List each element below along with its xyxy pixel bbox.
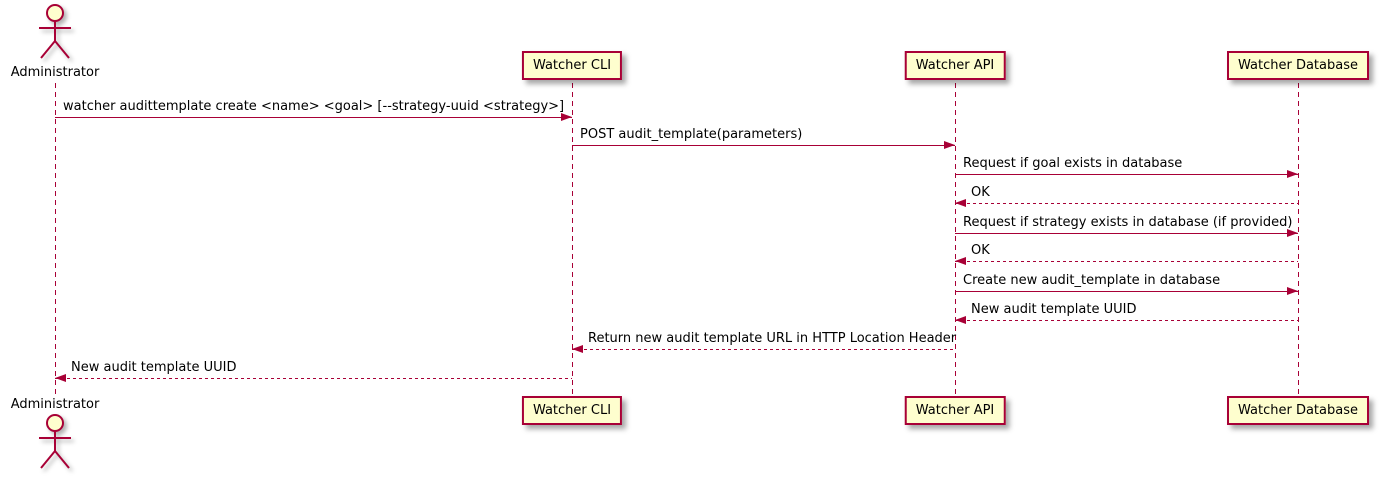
message-label: watcher audittemplate create <name> <goa… xyxy=(63,99,565,114)
message-label: POST audit_template(parameters) xyxy=(580,127,803,142)
participant-box-watcher-database-bottom: Watcher Database xyxy=(1227,396,1369,425)
message-arrowhead xyxy=(1287,229,1298,237)
actor-icon xyxy=(39,414,71,469)
message-arrowhead xyxy=(561,113,572,121)
message-label: OK xyxy=(971,243,990,258)
message-label: New audit template UUID xyxy=(71,360,237,375)
message-label: Request if goal exists in database xyxy=(963,156,1183,171)
message-line xyxy=(955,174,1298,175)
actor-label-top: Administrator xyxy=(10,65,100,80)
message-label: OK xyxy=(971,185,990,200)
message-label: New audit template UUID xyxy=(971,302,1137,317)
lifeline-watcher-database xyxy=(1298,83,1299,396)
actor-figure-top xyxy=(33,2,77,64)
participant-box-watcher-cli-bottom: Watcher CLI xyxy=(521,396,623,425)
participant-box-watcher-api-bottom: Watcher API xyxy=(904,396,1006,425)
message-arrowhead xyxy=(55,374,66,382)
message-line xyxy=(955,261,1298,262)
participant-box-watcher-cli-top: Watcher CLI xyxy=(521,51,623,80)
message-label: Request if strategy exists in database (… xyxy=(963,215,1293,230)
message-arrowhead xyxy=(955,316,966,324)
actor-label-bottom: Administrator xyxy=(10,397,100,412)
participant-box-watcher-api-top: Watcher API xyxy=(904,51,1006,80)
lifeline-watcher-cli xyxy=(572,83,573,396)
message-arrowhead xyxy=(572,345,583,353)
message-arrowhead xyxy=(1287,170,1298,178)
lifeline-watcher-api xyxy=(955,83,956,396)
actor-figure-bottom xyxy=(33,412,77,474)
message-line xyxy=(572,145,955,146)
message-line xyxy=(55,117,572,118)
message-arrowhead xyxy=(955,257,966,265)
lifeline-administrator xyxy=(55,83,56,396)
message-line xyxy=(955,233,1298,234)
participant-box-watcher-database-top: Watcher Database xyxy=(1227,51,1369,80)
message-line xyxy=(955,320,1298,321)
actor-icon xyxy=(39,4,71,59)
message-arrowhead xyxy=(955,199,966,207)
message-arrowhead xyxy=(944,141,955,149)
message-label: Return new audit template URL in HTTP Lo… xyxy=(588,331,957,346)
message-line xyxy=(955,291,1298,292)
message-label: Create new audit_template in database xyxy=(963,273,1221,288)
message-arrowhead xyxy=(1287,287,1298,295)
message-line xyxy=(572,349,955,350)
message-line xyxy=(55,378,572,379)
message-line xyxy=(955,203,1298,204)
